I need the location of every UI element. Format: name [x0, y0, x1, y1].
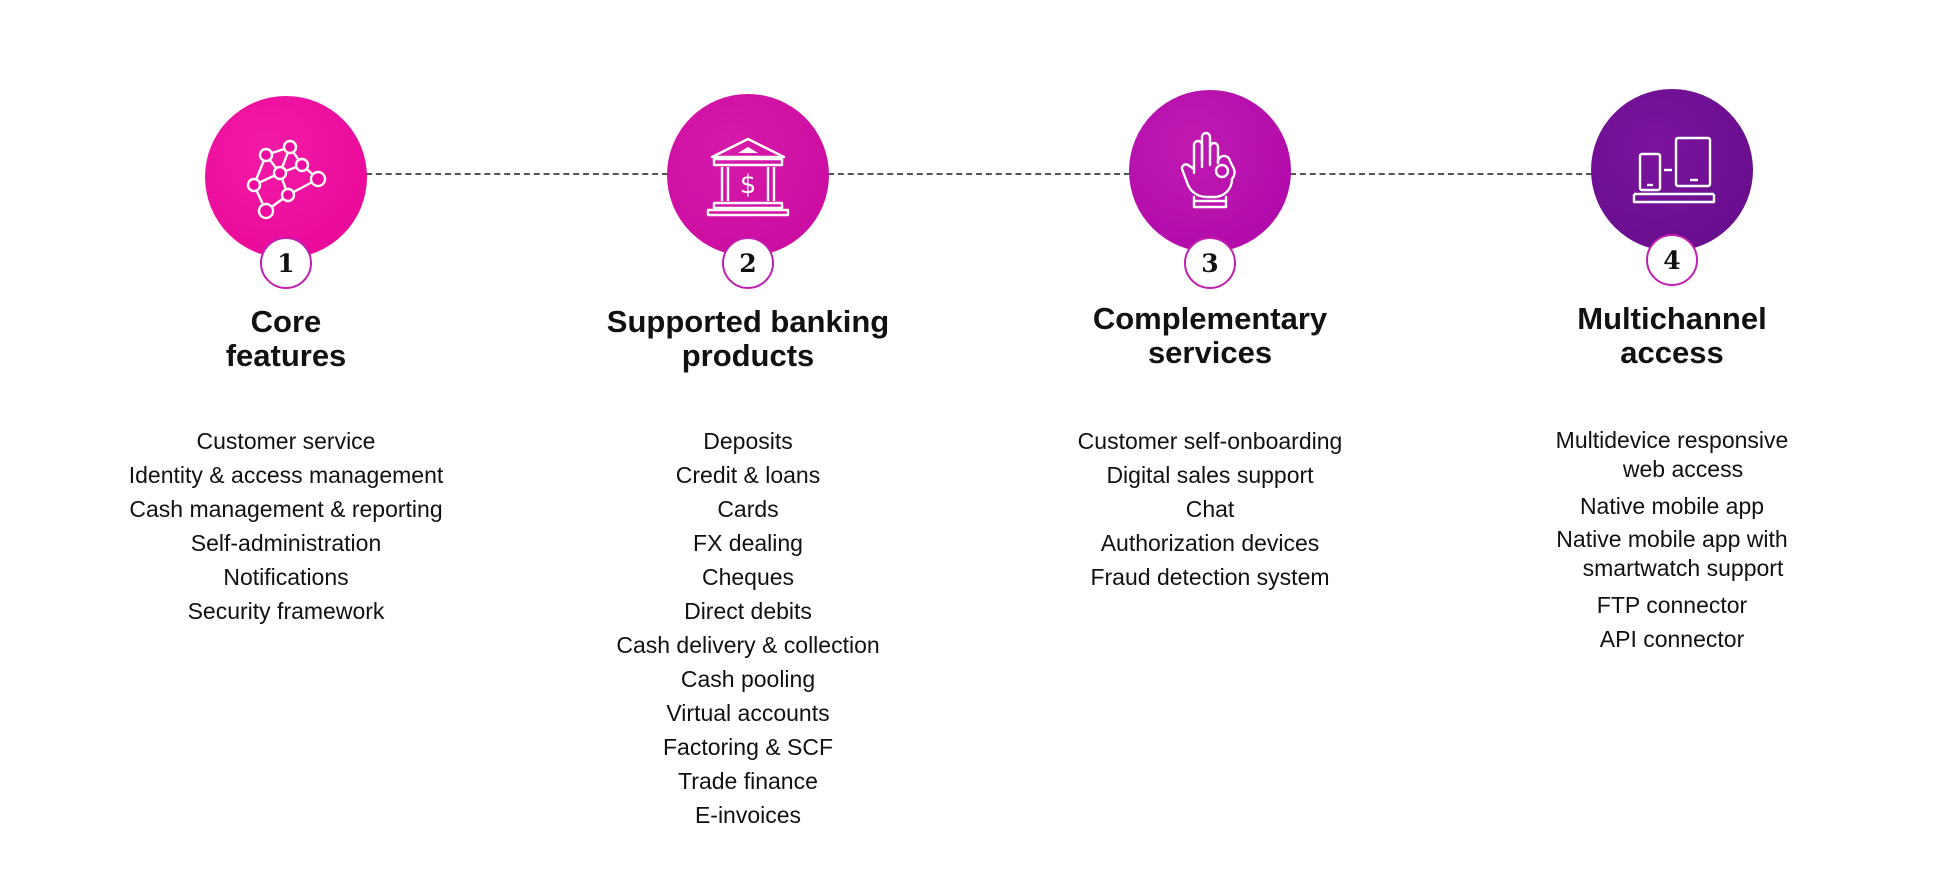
network-nodes-icon — [240, 131, 332, 223]
channel-list: Multidevice responsive web access Native… — [1462, 424, 1882, 656]
list-item: Cards — [717, 496, 779, 522]
list-item-line: Native mobile app with — [1556, 526, 1788, 552]
connector-line-3-4 — [1290, 173, 1592, 175]
step-title: Multichannel access — [1462, 302, 1882, 370]
list-item: Cash management & reporting — [129, 496, 443, 522]
ok-hand-icon — [1164, 125, 1256, 217]
step-number-badge: 3 — [1184, 237, 1236, 289]
list-item: Customer service — [196, 428, 376, 454]
list-item: Cash delivery & collection — [616, 632, 880, 658]
step-1-circle — [205, 96, 367, 258]
step-title-line-2: products — [681, 338, 815, 373]
list-item: Fraud detection system — [1090, 564, 1330, 590]
list-item: E-invoices — [694, 802, 802, 828]
step-number-badge: 1 — [260, 237, 312, 289]
step-title: Complementary services — [1000, 302, 1420, 370]
product-list: Deposits Credit & loans Cards FX dealing… — [538, 424, 958, 832]
list-item: API connector — [1599, 626, 1745, 652]
list-item: Cheques — [701, 564, 795, 590]
step-title-line-1: Core — [250, 304, 322, 339]
list-item: Cash pooling — [680, 666, 816, 692]
list-item: Identity & access management — [128, 462, 444, 488]
list-item-line: web access — [1622, 456, 1744, 482]
list-item-line: Multidevice responsive — [1555, 427, 1789, 453]
list-item: Native mobile app — [1579, 493, 1765, 519]
step-title: Core features — [76, 305, 496, 373]
connector-line-2-3 — [828, 173, 1130, 175]
list-item: Direct debits — [684, 598, 812, 624]
step-title-line-1: Complementary — [1092, 301, 1328, 336]
list-item: Native mobile app with smartwatch suppor… — [1462, 525, 1882, 583]
list-item: Multidevice responsive web access — [1462, 426, 1882, 484]
list-item: Self-administration — [190, 530, 382, 556]
step-title-line-1: Multichannel — [1577, 301, 1767, 336]
step-3-circle — [1129, 90, 1291, 252]
list-item: Trade finance — [678, 768, 818, 794]
step-2-circle: $ — [667, 94, 829, 256]
step-title: Supported banking products — [538, 305, 958, 373]
list-item: Deposits — [703, 428, 793, 454]
step-title-line-2: access — [1620, 335, 1724, 370]
list-item: Chat — [1185, 496, 1235, 522]
list-item: Credit & loans — [675, 462, 821, 488]
step-title-line-1: Supported banking — [606, 304, 890, 339]
list-item-line: smartwatch support — [1582, 555, 1784, 581]
step-title-line-2: services — [1147, 335, 1273, 370]
step-title-line-2: features — [225, 338, 347, 373]
step-4-circle — [1591, 89, 1753, 251]
multi-device-icon — [1626, 124, 1718, 216]
list-item: Factoring & SCF — [663, 734, 833, 760]
svg-text:$: $ — [740, 170, 757, 200]
list-item: Authorization devices — [1100, 530, 1320, 556]
list-item: Digital sales support — [1106, 462, 1314, 488]
list-item: Customer self-onboarding — [1077, 428, 1343, 454]
list-item: Virtual accounts — [666, 700, 830, 726]
list-item: Security framework — [187, 598, 385, 624]
service-list: Customer self-onboarding Digital sales s… — [1000, 424, 1420, 594]
step-number-badge: 4 — [1646, 234, 1698, 286]
bank-building-icon: $ — [702, 129, 794, 221]
step-number-badge: 2 — [722, 237, 774, 289]
feature-list: Customer service Identity & access manag… — [76, 424, 496, 628]
list-item: FX dealing — [693, 530, 803, 556]
connector-line-1-2 — [366, 173, 668, 175]
list-item: FTP connector — [1596, 592, 1748, 618]
list-item: Notifications — [223, 564, 349, 590]
